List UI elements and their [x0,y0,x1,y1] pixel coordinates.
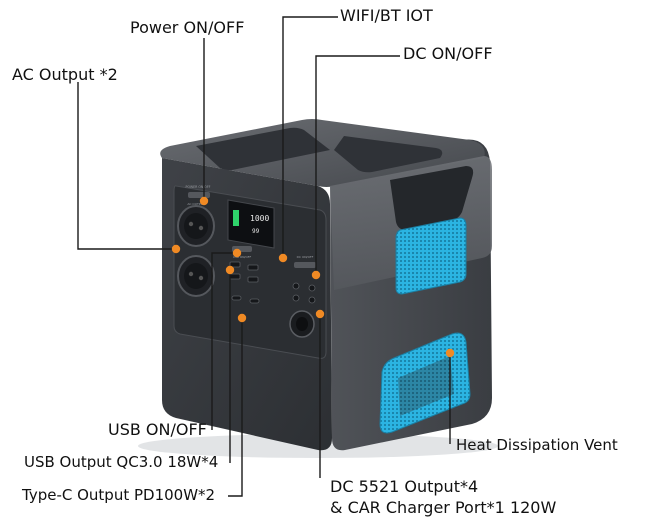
car-charger-port [289,310,315,338]
usb-switch-marking: USB ON/OFF [233,255,252,259]
dc-switch-marking: DC ON/OFF [297,255,314,259]
ac-output-marking: AC OUTPUT [187,202,204,206]
dot-dc5521 [315,309,325,319]
line-ac-output [77,82,176,250]
label-car-charger-port: & CAR Charger Port*1 120W [330,498,557,517]
top-handle-recess-left [196,127,330,171]
lcd-display [227,199,275,249]
power-switch-marking: POWER ON/OFF [186,185,211,189]
dot-wifi [278,253,288,263]
battery-indicator [233,210,239,226]
label-usb-onoff: USB ON/OFF [108,420,207,439]
line-wifi [282,16,338,258]
line-typec-output [228,318,243,497]
top-handle-recess-right [334,136,443,173]
dot-usb-output [225,265,235,275]
power-button [188,192,210,198]
display-value-top: 1000 [250,214,269,223]
callout-lines [77,16,451,497]
vent-inner-recess [398,356,454,416]
label-dc-onoff: DC ON/OFF [403,44,493,63]
dc-switch [294,262,316,268]
ac-socket-lower [177,255,215,297]
dot-typec-output [237,313,247,323]
side-handle-opening [390,166,474,230]
device-top [160,119,485,187]
callout-dots [171,196,455,358]
display-value-bottom: 99 [252,228,260,235]
dot-usb-onoff [232,248,242,258]
upper-side-vent [395,217,467,295]
label-heat-dissipation-vent: Heat Dissipation Vent [456,436,618,454]
dot-dc-onoff [311,270,321,280]
label-dc5521-output: DC 5521 Output*4 [330,477,479,496]
dot-ac-output [171,244,181,254]
label-usb-output: USB Output QC3.0 18W*4 [24,453,219,471]
line-dc-onoff [315,55,400,275]
dot-power [199,196,209,206]
dc5521-ports [292,282,316,304]
dot-heat-vent [445,348,455,358]
usb-ports [229,261,259,283]
label-power-onoff: Power ON/OFF [130,18,245,37]
label-typec-output: Type-C Output PD100W*2 [22,486,216,504]
line-usb-onoff [211,252,237,430]
ac-socket-upper [177,205,215,247]
typec-ports [231,295,260,304]
label-wifi-bt-iot: WIFI/BT IOT [340,6,433,25]
label-ac-output: AC Output *2 [12,65,118,84]
